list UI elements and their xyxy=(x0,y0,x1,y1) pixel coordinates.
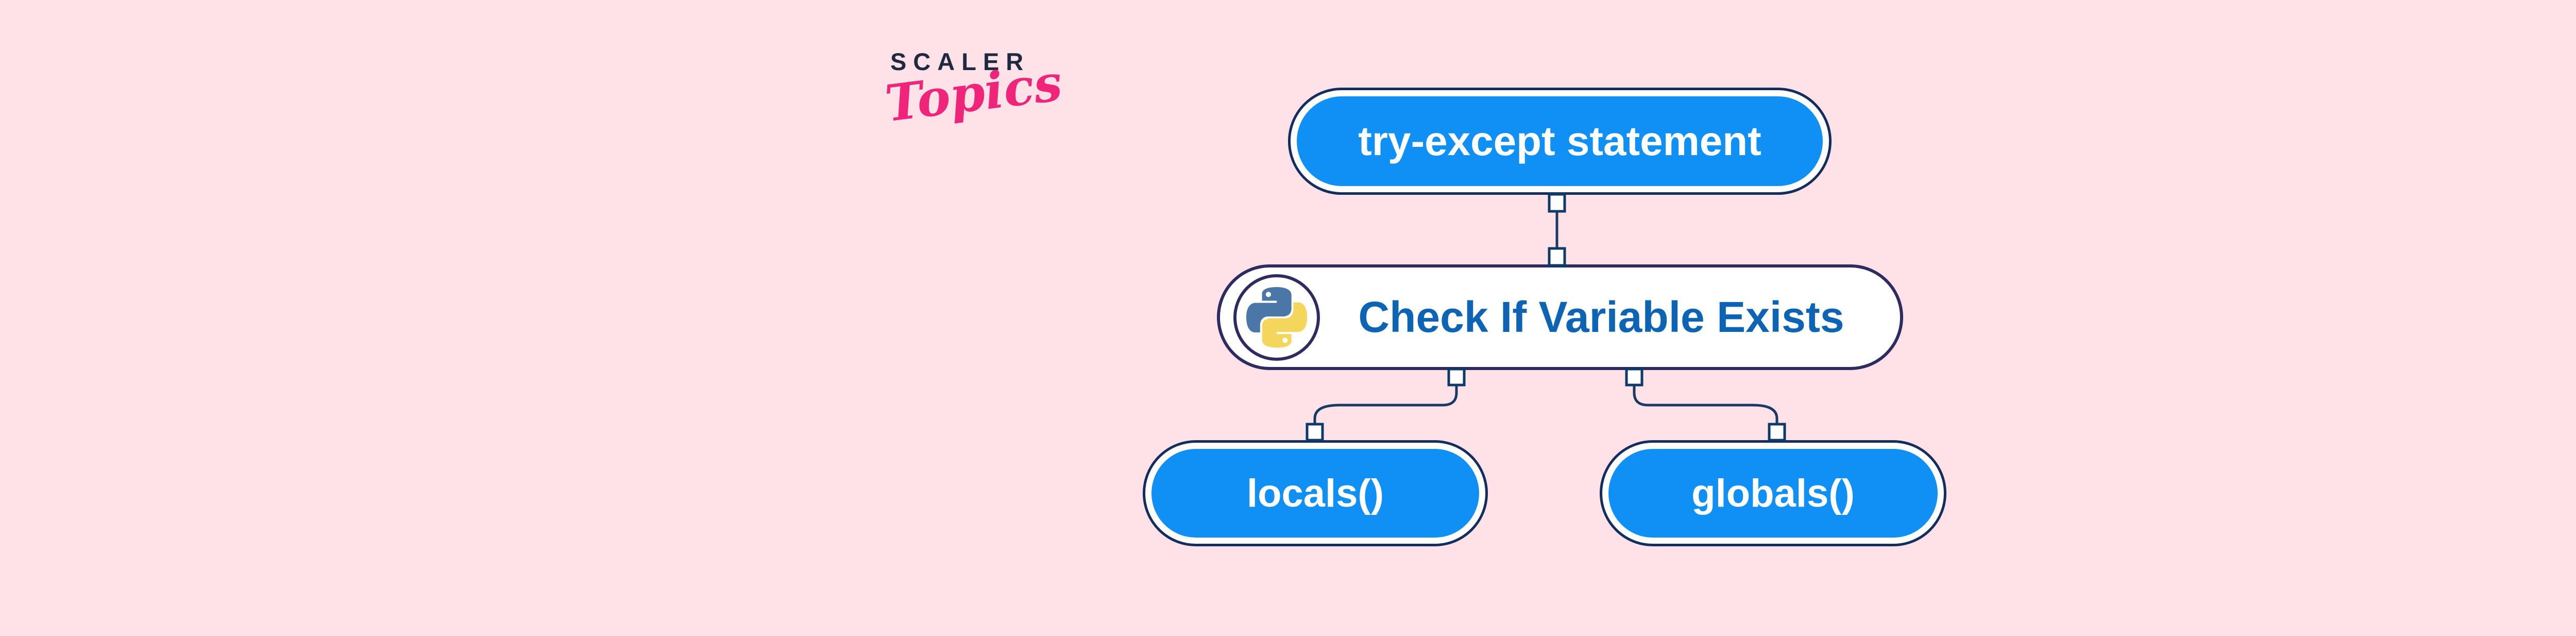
logo-brand-text: SCALER xyxy=(890,48,1030,75)
node-locals-label: locals() xyxy=(1151,449,1479,538)
node-try-except-statement: try-except statement xyxy=(1288,88,1832,195)
port-check-bottom-right xyxy=(1625,367,1643,387)
port-locals-top xyxy=(1306,423,1324,442)
node-check-label: Check If Variable Exists xyxy=(1358,293,1844,341)
node-locals: locals() xyxy=(1143,440,1488,546)
port-check-top xyxy=(1548,247,1566,267)
scaler-topics-logo: SCALER Topics xyxy=(882,48,1065,133)
edge-check-to-locals xyxy=(1313,384,1458,428)
python-icon-top-snake xyxy=(1246,287,1292,332)
port-try-bottom xyxy=(1548,193,1566,213)
node-try-except-label: try-except statement xyxy=(1297,96,1823,186)
python-icon-bottom-snake xyxy=(1262,302,1307,348)
node-check-if-variable-exists: Check If Variable Exists xyxy=(1217,264,1903,370)
logo-sub-text: Topics xyxy=(882,53,1065,133)
port-check-bottom-left xyxy=(1447,367,1466,387)
port-globals-top xyxy=(1768,423,1786,442)
node-globals-label: globals() xyxy=(1608,449,1938,538)
python-icon xyxy=(1233,274,1320,361)
node-globals: globals() xyxy=(1600,440,1946,546)
edge-check-to-globals xyxy=(1633,384,1778,428)
python-logo-svg xyxy=(1246,287,1307,348)
